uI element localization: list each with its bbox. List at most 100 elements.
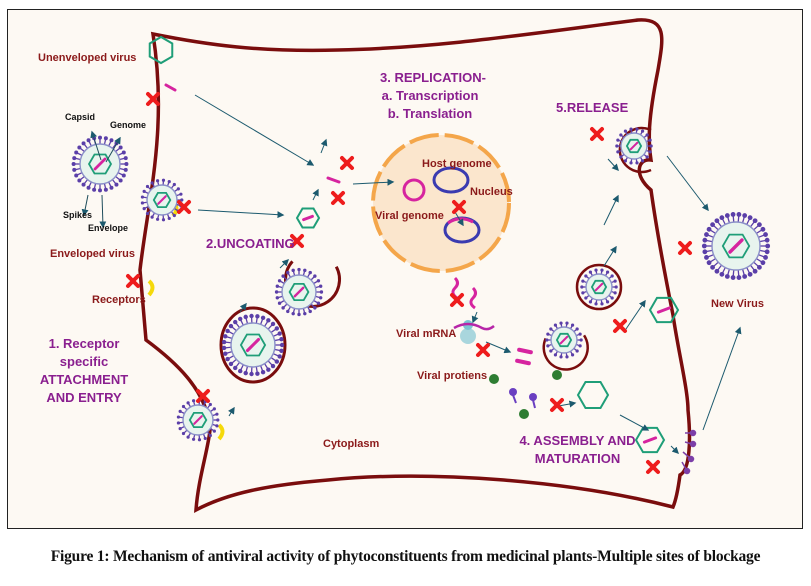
stage-assembly: 4. ASSEMBLY AND MATURATION bbox=[515, 432, 640, 468]
enveloped-virus-diagram bbox=[71, 135, 129, 193]
stage-attachment-line: specific bbox=[59, 354, 109, 369]
flow-arrow bbox=[603, 245, 617, 267]
stage-release: 5.RELEASE bbox=[556, 100, 629, 115]
virion-uncoating bbox=[274, 267, 324, 317]
flow-arrow bbox=[619, 414, 650, 431]
protein-bar bbox=[515, 358, 531, 366]
flow-arrow bbox=[454, 211, 464, 227]
figure-panel: Unenveloped virus Capsid Genome Spikes E… bbox=[7, 9, 803, 529]
label-capsid: Capsid bbox=[65, 112, 96, 122]
label-enveloped-virus: Enveloped virus bbox=[50, 248, 135, 260]
flow-arrow bbox=[194, 94, 315, 166]
label-envelope: Envelope bbox=[88, 223, 129, 233]
stage-assembly-line: 4. ASSEMBLY AND bbox=[519, 433, 636, 448]
blockage-mark bbox=[590, 127, 604, 141]
virion-vesicle-open bbox=[545, 321, 583, 359]
release-bud bbox=[618, 126, 652, 174]
legend-pointer-arrow bbox=[99, 194, 107, 229]
flow-arrow bbox=[279, 259, 289, 269]
protein-green bbox=[552, 370, 562, 380]
host-genome bbox=[432, 166, 470, 194]
label-viral-genome: Viral genome bbox=[375, 210, 444, 222]
nucleus bbox=[371, 133, 511, 273]
stage-uncoating: 2.UNCOATING bbox=[206, 236, 295, 251]
label-nucleus: Nucleus bbox=[470, 186, 513, 198]
flow-arrow bbox=[312, 188, 319, 201]
blockage-mark bbox=[450, 293, 464, 307]
blockage-mark bbox=[452, 200, 466, 214]
flow-arrow bbox=[320, 138, 328, 154]
blockage-mark bbox=[331, 191, 345, 205]
flow-arrow bbox=[607, 158, 619, 172]
label-new-virus: New Virus bbox=[711, 298, 764, 310]
protein-green bbox=[489, 374, 499, 384]
receptor bbox=[147, 279, 155, 297]
flow-arrow bbox=[228, 406, 235, 417]
figure-caption: Figure 1: Mechanism of antiviral activit… bbox=[50, 548, 761, 565]
flow-arrow bbox=[670, 445, 679, 454]
blockage-mark bbox=[613, 319, 627, 333]
stage-assembly-line: MATURATION bbox=[534, 451, 621, 466]
endosome bbox=[219, 306, 287, 384]
legend-pointer-arrow bbox=[90, 130, 102, 161]
label-spikes: Spikes bbox=[63, 210, 93, 220]
protein-bar bbox=[517, 347, 533, 355]
blockage-mark bbox=[340, 156, 354, 170]
legend-pointer-arrow bbox=[105, 136, 121, 163]
new-virus bbox=[701, 212, 771, 280]
enveloped-virus-attaching bbox=[140, 178, 184, 222]
uncoated-capsid bbox=[295, 207, 321, 229]
blockage-mark bbox=[290, 234, 304, 248]
stage-attachment-line: 1. Receptor bbox=[48, 336, 120, 351]
flow-arrow bbox=[603, 194, 619, 226]
blockage-mark bbox=[476, 343, 490, 357]
stage-attachment-line: AND ENTRY bbox=[46, 390, 122, 405]
filled-capsid bbox=[634, 426, 666, 454]
label-receptors: Receptors bbox=[92, 294, 146, 306]
blockage-mark bbox=[678, 241, 692, 255]
antiviral-mechanism-diagram bbox=[71, 18, 771, 514]
blockage-mark bbox=[126, 274, 140, 288]
spike-protein bbox=[509, 388, 517, 404]
released-genome bbox=[326, 176, 341, 184]
blockage-mark bbox=[196, 389, 210, 403]
blockage-mark bbox=[550, 398, 564, 412]
filled-capsid bbox=[648, 296, 680, 324]
exocytic-vesicle-open bbox=[542, 334, 589, 371]
blockage-mark bbox=[146, 92, 160, 106]
unenveloped-virus bbox=[148, 35, 174, 65]
membrane-spikes bbox=[681, 429, 697, 475]
flow-arrow bbox=[666, 155, 709, 212]
ribosome bbox=[453, 320, 495, 344]
label-cytoplasm: Cytoplasm bbox=[323, 438, 380, 450]
flow-arrow bbox=[239, 302, 247, 313]
label-viral-proteins: Viral protiens bbox=[417, 370, 488, 382]
blockage-mark bbox=[646, 460, 660, 474]
protein-green bbox=[519, 409, 529, 419]
empty-capsid bbox=[576, 381, 610, 409]
label-viral-mrna: Viral mRNA bbox=[396, 328, 457, 340]
stage-replication-line: b. Translation bbox=[387, 106, 473, 121]
unenveloped-genome bbox=[164, 83, 177, 92]
stage-replication-line: 3. REPLICATION- bbox=[380, 70, 486, 85]
virion-in-endosome bbox=[221, 313, 285, 377]
stage-attachment-line: ATTACHMENT bbox=[39, 372, 129, 387]
flow-arrow bbox=[471, 311, 479, 324]
enveloped-virus-entry bbox=[176, 398, 220, 442]
flow-arrow bbox=[623, 299, 646, 333]
receptor bbox=[217, 423, 225, 441]
flow-arrow bbox=[352, 178, 395, 186]
viral-genome bbox=[402, 178, 426, 202]
blockage-mark bbox=[177, 200, 191, 214]
flow-arrow bbox=[485, 341, 512, 354]
spike-protein bbox=[529, 393, 537, 409]
label-genome: Genome bbox=[110, 120, 147, 130]
virion-budding bbox=[615, 127, 653, 165]
exocytic-vesicle bbox=[575, 263, 623, 311]
stage-attachment: 1. Receptor specific ATTACHMENT AND ENTR… bbox=[34, 335, 134, 407]
label-host-genome: Host genome bbox=[422, 158, 492, 170]
stage-replication: 3. REPLICATION- a. Transcription b. Tran… bbox=[380, 69, 486, 123]
virion-vesicle bbox=[580, 268, 618, 306]
label-unenveloped-virus: Unenveloped virus bbox=[38, 52, 137, 64]
mrna-strand bbox=[469, 286, 477, 310]
